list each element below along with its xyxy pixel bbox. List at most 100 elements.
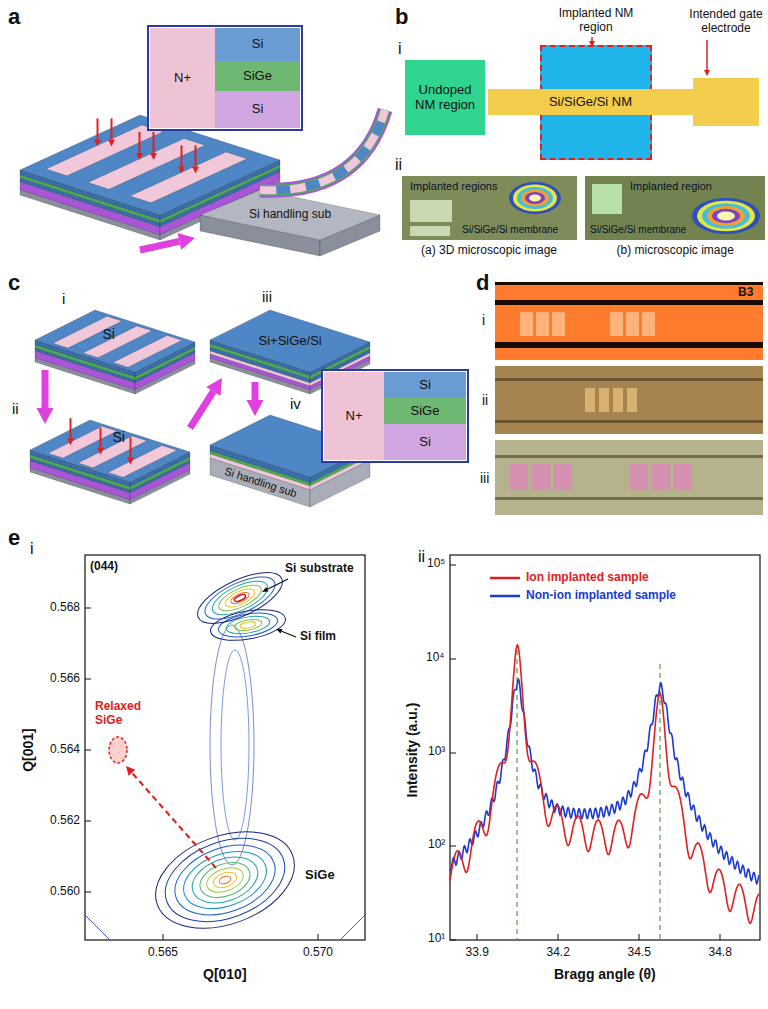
axis-title: Q[001] — [20, 728, 36, 772]
tick-label: 0.570 — [303, 946, 333, 960]
tick-label: 10¹ — [428, 932, 445, 946]
panel-letter: c — [8, 270, 20, 295]
implant-arrow-head — [67, 438, 74, 445]
contour-line — [142, 814, 307, 946]
xrd-curve — [450, 645, 760, 923]
fringe — [509, 182, 561, 214]
tick-label: 0.565 — [148, 946, 178, 960]
device-pad — [630, 464, 648, 490]
contour-line — [215, 580, 264, 616]
region-heading: Intended gate electrode — [680, 8, 768, 36]
inset-frame — [148, 26, 302, 130]
implant-arrow — [130, 437, 132, 457]
process-arrow-head — [178, 233, 195, 250]
plot-frame — [450, 555, 760, 940]
device-pad — [599, 388, 609, 412]
tick-mark — [720, 934, 721, 940]
implanted-patch — [410, 200, 452, 222]
annotation: (b) microscopic image — [617, 244, 734, 258]
peak-line — [517, 650, 518, 939]
micrograph — [495, 366, 763, 434]
tick-mark — [450, 940, 456, 941]
tick-mark — [450, 565, 456, 566]
contour-line — [208, 574, 273, 621]
micrograph-band — [495, 497, 763, 500]
tick-mark — [85, 892, 91, 893]
layer-name: N+ — [346, 409, 363, 424]
process-arrow-head — [206, 378, 222, 396]
tick-label: 0.566 — [50, 672, 80, 686]
fringe — [707, 206, 745, 226]
tick-label: 10⁴ — [426, 651, 445, 665]
fringe — [692, 198, 760, 234]
subpanel-number: iii — [262, 288, 272, 305]
implant-arrow-head — [136, 153, 143, 160]
fringe — [513, 185, 557, 212]
contour-line — [218, 875, 232, 886]
implant-arrow — [181, 145, 183, 166]
tick-label: 10⁵ — [427, 557, 445, 571]
leader-arrow-head — [262, 587, 269, 592]
annotation: Si — [113, 429, 125, 445]
annotation: (a) 3D microscopic image — [421, 244, 557, 258]
micrograph — [402, 176, 577, 240]
device-pad — [652, 464, 670, 490]
panel-letter: e — [8, 525, 20, 550]
fringe — [702, 203, 750, 228]
leader-arrow-head — [276, 629, 283, 634]
device-pad — [610, 312, 623, 336]
implant-arrow — [153, 132, 155, 153]
panel-letter: b — [395, 4, 408, 29]
tick-mark — [639, 934, 640, 940]
process-arrow-head — [37, 408, 54, 424]
implant-arrow-head — [150, 153, 157, 160]
annotation: Si — [103, 326, 115, 342]
annotation: Si/SiGe/Si membrane — [462, 224, 558, 236]
contour-line — [221, 650, 249, 840]
annotation: Si substrate — [285, 562, 354, 576]
subpanel-number: ii — [482, 392, 488, 408]
implant-arrow — [195, 145, 197, 166]
micrograph — [495, 282, 763, 360]
tick-mark — [85, 679, 91, 680]
layer-name: Undoped NM region — [408, 83, 482, 113]
layer-box: N+ — [150, 28, 215, 128]
tick-mark — [477, 934, 478, 940]
micrograph-band — [495, 300, 763, 305]
implant-arrow — [100, 428, 102, 448]
legend-text: Ion implanted sample — [526, 571, 649, 585]
panel-letter: a — [8, 4, 20, 29]
leader-arrow-head — [704, 70, 710, 76]
handling-substrate-top — [200, 190, 380, 240]
wafer-implant — [113, 336, 182, 368]
tick-mark — [450, 846, 456, 847]
contour-line — [210, 625, 254, 865]
xrd-curve — [450, 679, 760, 883]
contour-line — [199, 568, 281, 627]
subpanel-number: ii — [395, 156, 402, 174]
tick-label: 10³ — [428, 745, 445, 759]
annotation: SiGe — [305, 868, 335, 883]
device-pad — [613, 388, 623, 412]
device-pad — [627, 388, 637, 412]
wafer-implant — [108, 446, 177, 478]
contour-line — [191, 562, 290, 634]
implant-arrow-head — [94, 139, 101, 146]
fringe — [712, 209, 740, 223]
contour-line — [240, 621, 257, 630]
layer-box: Si — [384, 372, 466, 398]
tick-mark — [450, 659, 456, 660]
layer-name: SiGe — [411, 404, 440, 419]
micrograph-band — [495, 282, 763, 285]
region-heading: Implanted NM region — [541, 7, 651, 35]
wafer-implant — [130, 152, 247, 203]
contour-line — [176, 841, 275, 919]
layer-name: Si — [252, 37, 264, 52]
device-pad — [552, 312, 565, 336]
contour-line — [229, 590, 251, 606]
implant-arrow-head — [192, 166, 199, 173]
implant-arrow-head — [127, 457, 134, 464]
process-arrow — [190, 391, 213, 428]
subpanel-number: i — [62, 290, 65, 307]
